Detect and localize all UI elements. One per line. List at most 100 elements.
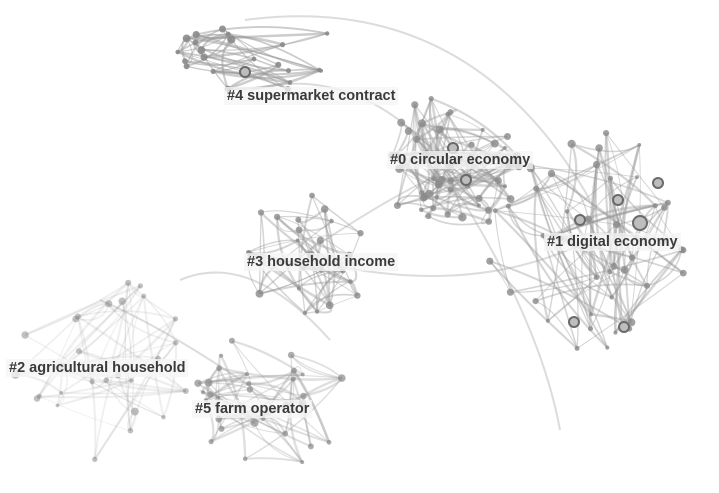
network-node xyxy=(664,199,671,206)
network-edge xyxy=(36,379,132,400)
network-node xyxy=(620,266,629,274)
network-node xyxy=(627,318,636,327)
network-edge xyxy=(609,178,623,327)
network-node xyxy=(210,68,216,74)
network-edge xyxy=(428,98,449,158)
network-node xyxy=(506,195,515,203)
network-edge xyxy=(628,144,641,329)
network-edge xyxy=(208,374,342,384)
network-edge xyxy=(316,233,362,312)
network-edge xyxy=(566,210,633,323)
network-node xyxy=(492,208,498,214)
network-node xyxy=(484,206,493,214)
network-edge xyxy=(507,206,544,237)
network-edge xyxy=(186,33,229,68)
network-node xyxy=(434,195,439,200)
network-edge xyxy=(210,383,249,395)
network-node xyxy=(290,367,297,374)
network-edge xyxy=(248,369,295,385)
network-edge xyxy=(396,98,433,206)
network-edge xyxy=(551,172,589,220)
network-edge xyxy=(566,177,611,212)
network-node xyxy=(503,146,507,150)
network-edge xyxy=(311,194,361,234)
network-edge xyxy=(535,283,648,302)
network-node xyxy=(593,160,601,169)
network-edge xyxy=(184,60,291,84)
network-node xyxy=(357,230,364,237)
network-edge xyxy=(449,179,561,431)
network-node xyxy=(354,292,361,299)
network-edge xyxy=(581,219,592,329)
network-edge xyxy=(416,135,508,141)
network-node xyxy=(589,312,594,317)
network-edge xyxy=(277,215,361,234)
network-edge xyxy=(508,173,552,207)
network-edge xyxy=(551,172,684,274)
network-node xyxy=(309,192,315,199)
network-node xyxy=(295,226,303,234)
cluster-label-household-income[interactable]: #3 household income xyxy=(244,253,399,271)
network-node xyxy=(192,30,200,39)
network-edge xyxy=(535,188,598,278)
network-node xyxy=(287,80,293,85)
network-edge xyxy=(495,144,640,211)
network-edge xyxy=(566,143,578,212)
network-edge xyxy=(646,249,683,287)
network-edge xyxy=(614,269,626,333)
network-edge xyxy=(605,132,665,208)
network-node xyxy=(216,395,221,400)
network-edge xyxy=(304,293,358,314)
network-edge xyxy=(510,249,684,294)
network-edge xyxy=(598,147,631,329)
network-node xyxy=(326,439,332,445)
network-edge xyxy=(258,212,262,294)
network-node xyxy=(607,269,613,275)
network-edge xyxy=(609,178,648,287)
network-node xyxy=(419,190,425,196)
network-edge xyxy=(611,205,656,298)
network-edge xyxy=(24,284,141,336)
cluster-label-supermarket-contract[interactable]: #4 supermarket contract xyxy=(224,87,399,105)
network-node xyxy=(480,127,485,132)
network-node xyxy=(425,213,432,220)
network-node xyxy=(532,298,539,305)
network-node xyxy=(302,310,308,316)
network-edge xyxy=(605,132,612,272)
network-node xyxy=(505,203,511,209)
network-hub-node xyxy=(574,214,586,226)
network-node xyxy=(393,202,401,209)
network-node xyxy=(316,236,324,244)
cluster-label-circular-economy[interactable]: #0 circular economy xyxy=(387,151,534,169)
cluster-label-digital-economy[interactable]: #1 digital economy xyxy=(544,233,681,251)
network-edge xyxy=(57,379,132,407)
network-edge xyxy=(244,15,591,201)
network-node xyxy=(218,425,225,432)
network-hub-node xyxy=(618,321,630,333)
network-node xyxy=(192,39,199,46)
network-edge xyxy=(297,195,313,289)
network-node xyxy=(595,144,603,152)
cluster-label-agricultural-household[interactable]: #2 agricultural household xyxy=(6,359,189,377)
network-edge xyxy=(197,379,250,385)
network-node xyxy=(628,254,636,261)
network-node xyxy=(129,378,134,383)
network-node xyxy=(652,203,658,209)
network-edge xyxy=(55,285,142,368)
network-node xyxy=(300,392,307,400)
network-node xyxy=(447,186,454,193)
network-node xyxy=(208,439,214,445)
network-edge xyxy=(142,295,165,418)
network-edge xyxy=(260,210,332,222)
cluster-label-farm-operator[interactable]: #5 farm operator xyxy=(192,400,313,418)
network-edge xyxy=(494,210,511,293)
network-node xyxy=(21,331,29,339)
network-node xyxy=(296,286,301,291)
network-edge xyxy=(24,282,129,336)
network-edge xyxy=(529,167,609,349)
network-node xyxy=(533,185,540,192)
network-node xyxy=(458,213,467,222)
network-edge xyxy=(415,139,480,200)
network-node xyxy=(325,301,334,310)
network-edge xyxy=(415,138,480,207)
